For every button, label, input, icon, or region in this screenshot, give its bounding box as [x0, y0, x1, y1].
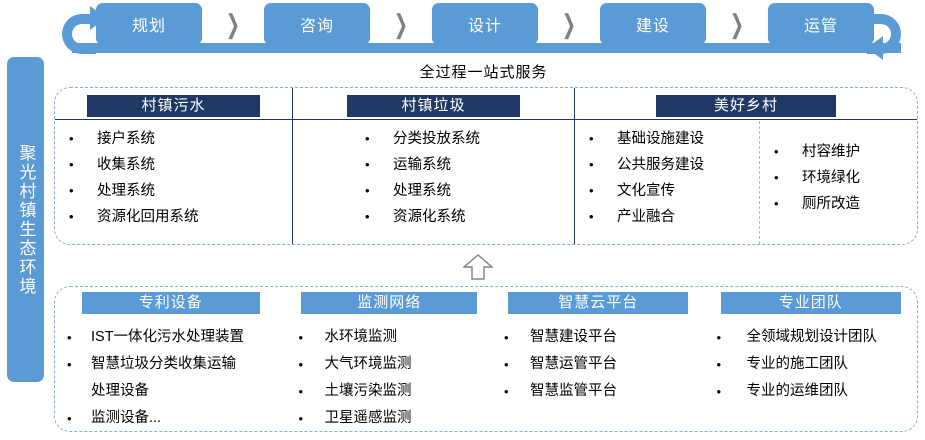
divider — [293, 119, 574, 120]
list-item: 资源化回用系统 — [55, 204, 199, 230]
list-item: 文化宣传 — [575, 178, 759, 204]
loop-bar — [72, 43, 901, 53]
service-subcolumn-secondary: 村容维护 环境绿化 厕所改造 — [759, 121, 917, 244]
list-item: 监测设备... — [55, 405, 286, 432]
list-item: 分类投放系统 — [351, 126, 480, 152]
service-scope-panel: 村镇污水 接户系统 收集系统 处理系统 资源化回用系统 村镇垃圾 分类投放系统 … — [54, 87, 918, 245]
process-flow-steps: 规划 ❯ 咨询 ❯ 设计 ❯ 建设 ❯ 运管 — [96, 2, 876, 46]
service-column-rural-waste: 村镇垃圾 分类投放系统 运输系统 处理系统 资源化系统 — [293, 88, 575, 244]
service-item-list: 基础设施建设 公共服务建设 文化宣传 产业融合 — [575, 121, 759, 230]
list-item: 智慧建设平台 — [492, 324, 705, 351]
list-item: 土壤污染监测 — [286, 378, 492, 405]
chevron-right-icon: ❯ — [225, 9, 241, 39]
flow-step-planning[interactable]: 规划 — [96, 3, 202, 45]
service-subcolumn-primary: 基础设施建设 公共服务建设 文化宣传 产业融合 — [575, 121, 759, 244]
list-item: 收集系统 — [55, 152, 199, 178]
tagline-text: 全过程一站式服务 — [419, 64, 548, 81]
list-item-continuation: 处理设备 — [91, 383, 149, 399]
service-item-list: 分类投放系统 运输系统 处理系统 资源化系统 — [293, 121, 480, 244]
capability-column-smart-cloud-platform: 智慧云平台 智慧建设平台 智慧运管平台 智慧监管平台 — [492, 287, 705, 431]
service-item-list: 接户系统 收集系统 处理系统 资源化回用系统 — [55, 121, 199, 244]
sidebar-label: 聚光村镇生态环境 — [16, 143, 36, 296]
capability-item-list: 水环境监测 大气环境监测 土壤污染监测 卫星遥感监测 — [286, 314, 492, 432]
divider — [575, 119, 917, 120]
list-item: 智慧运管平台 — [492, 351, 705, 378]
list-item: 专业的施工团队 — [704, 351, 917, 378]
capability-item-list: IST一体化污水处理装置 智慧垃圾分类收集运输 处理设备 监测设备... — [55, 314, 286, 432]
service-column-title: 村镇垃圾 — [347, 95, 520, 117]
service-column-rural-sewage: 村镇污水 接户系统 收集系统 处理系统 资源化回用系统 — [55, 88, 293, 244]
capability-column-professional-team: 专业团队 全领域规划设计团队 专业的施工团队 专业的运维团队 — [704, 287, 917, 431]
list-item: 环境绿化 — [760, 165, 917, 191]
service-column-beautiful-village: 美好乡村 基础设施建设 公共服务建设 文化宣传 产业融合 村容维护 环境绿化 厕… — [575, 88, 917, 244]
list-item: 智慧垃圾分类收集运输 — [55, 351, 286, 378]
process-flow: 规划 ❯ 咨询 ❯ 设计 ❯ 建设 ❯ 运管 — [50, 0, 925, 60]
list-item: 智慧监管平台 — [492, 378, 705, 405]
list-item: 处理系统 — [351, 178, 480, 204]
list-item: 卫星遥感监测 — [286, 405, 492, 432]
capability-column-patent-equipment: 专利设备 IST一体化污水处理装置 智慧垃圾分类收集运输 处理设备 监测设备..… — [55, 287, 286, 432]
up-arrow-icon — [462, 254, 494, 280]
list-item: 产业融合 — [575, 204, 759, 230]
list-item: 大气环境监测 — [286, 351, 492, 378]
chevron-right-icon: ❯ — [561, 9, 577, 39]
list-item: IST一体化污水处理装置 — [55, 324, 286, 351]
flow-step-operation[interactable]: 运管 — [768, 3, 874, 45]
divider — [55, 119, 292, 120]
capability-column-title: 专业团队 — [720, 292, 901, 314]
chevron-right-icon: ❯ — [729, 9, 745, 39]
capability-panel: 专利设备 IST一体化污水处理装置 智慧垃圾分类收集运输 处理设备 监测设备..… — [54, 286, 918, 432]
list-item: 公共服务建设 — [575, 152, 759, 178]
sidebar-title-bar: 聚光村镇生态环境 — [7, 57, 44, 382]
list-item: 接户系统 — [55, 126, 199, 152]
list-item: 专业的运维团队 — [704, 378, 917, 405]
list-item: 全领域规划设计团队 — [704, 324, 917, 351]
capability-column-monitoring-network: 监测网络 水环境监测 大气环境监测 土壤污染监测 卫星遥感监测 — [286, 287, 492, 432]
list-item: 水环境监测 — [286, 324, 492, 351]
service-column-title: 村镇污水 — [87, 95, 260, 117]
capability-item-list: 智慧建设平台 智慧运管平台 智慧监管平台 — [492, 314, 705, 405]
list-item: 基础设施建设 — [575, 126, 759, 152]
service-item-list-secondary: 村容维护 环境绿化 厕所改造 — [760, 121, 917, 217]
list-item: 处理系统 — [55, 178, 199, 204]
loop-arrow-right-icon — [867, 14, 901, 54]
chevron-right-icon: ❯ — [393, 9, 409, 39]
capability-item-list: 全领域规划设计团队 专业的施工团队 专业的运维团队 — [704, 314, 917, 405]
flow-step-design[interactable]: 设计 — [432, 3, 538, 45]
list-item: 资源化系统 — [351, 204, 480, 230]
capability-column-title: 专利设备 — [81, 292, 260, 314]
flow-step-consulting[interactable]: 咨询 — [264, 3, 370, 45]
service-column-title: 美好乡村 — [656, 95, 836, 117]
loop-arrow-left-icon — [62, 14, 96, 54]
capability-column-title: 监测网络 — [301, 292, 478, 314]
list-item: 村容维护 — [760, 139, 917, 165]
flow-step-construction[interactable]: 建设 — [600, 3, 706, 45]
list-item: 厕所改造 — [760, 191, 917, 217]
list-item: 运输系统 — [351, 152, 480, 178]
capability-column-title: 智慧云平台 — [508, 292, 689, 314]
